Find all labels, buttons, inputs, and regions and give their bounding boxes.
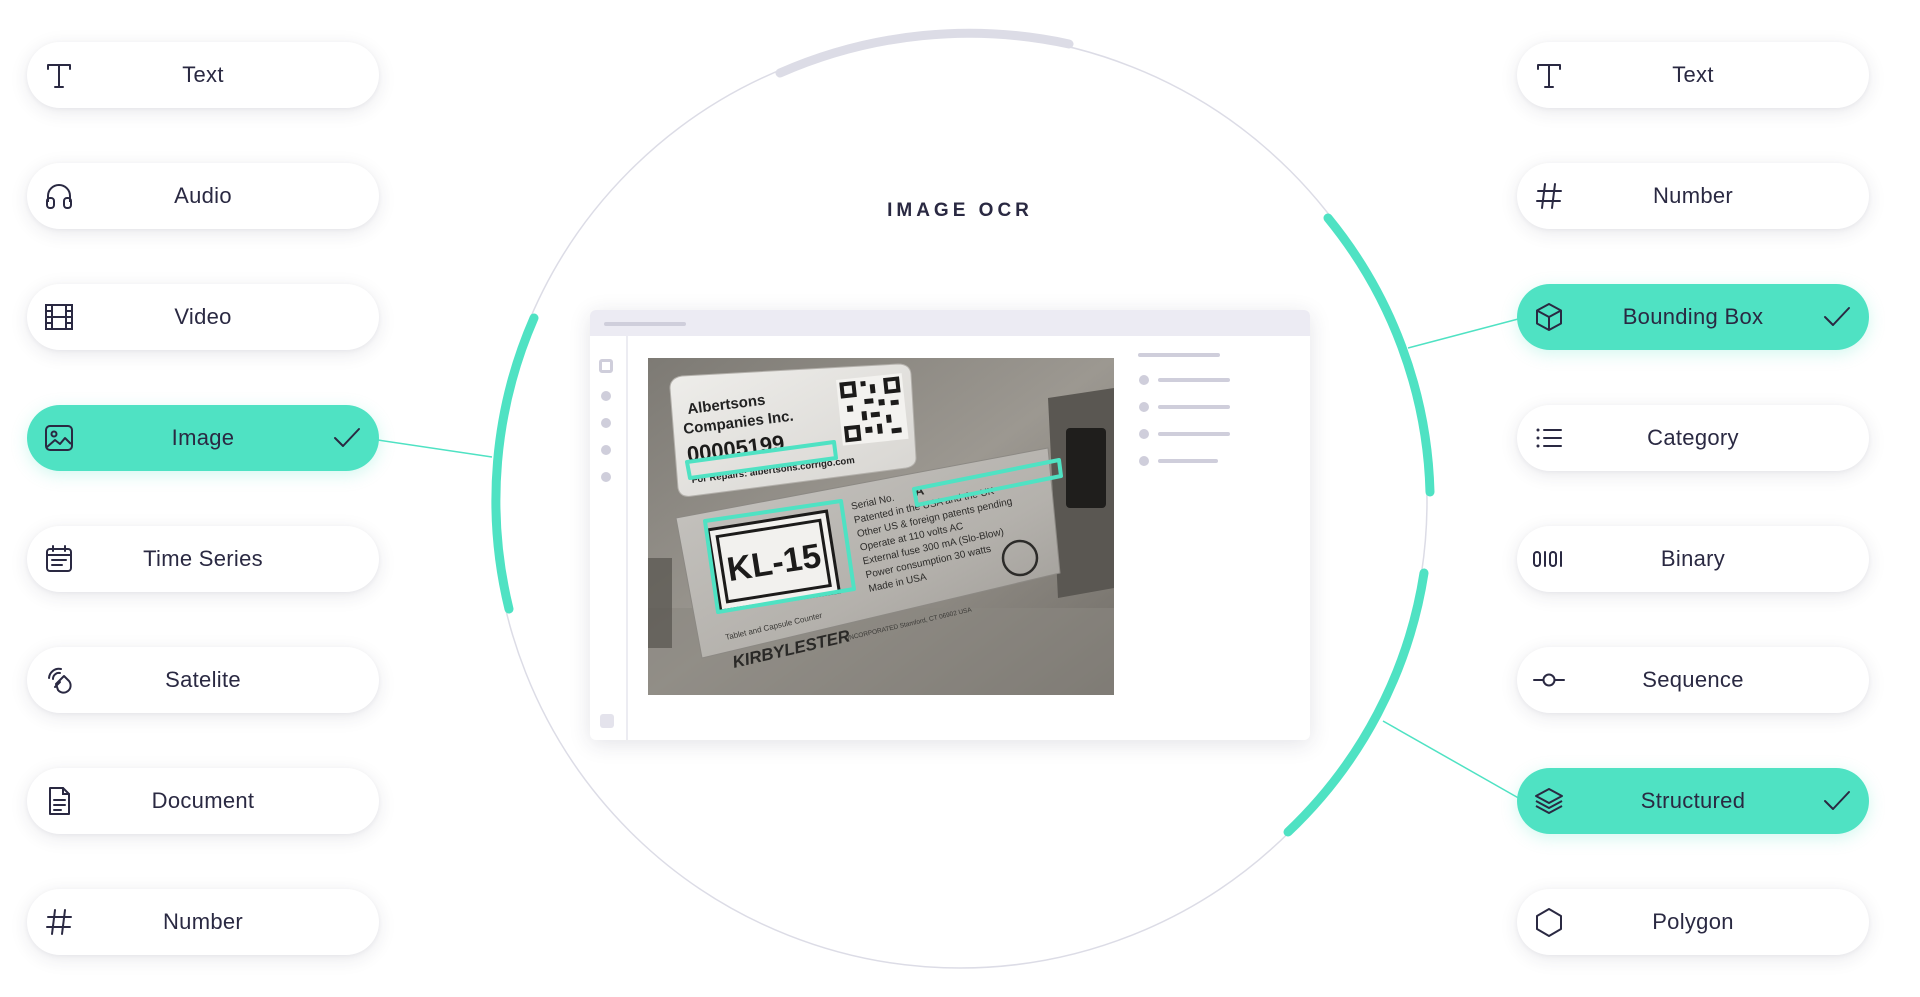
result-list-bullet: [1139, 429, 1149, 439]
output-type-number[interactable]: Number: [1517, 163, 1869, 229]
check-icon: [334, 428, 360, 447]
cube-icon: [1533, 301, 1565, 333]
pill-label: Structured: [1640, 788, 1746, 813]
result-list-bullet: [1139, 456, 1149, 466]
list-icon: [1533, 422, 1565, 454]
photo-left-shadow: [648, 558, 672, 648]
ocr-box-model: [703, 499, 856, 614]
center-title: IMAGE OCR: [887, 200, 1033, 221]
left-accent-arc: [491, 313, 539, 614]
pill-label: Text: [1672, 62, 1714, 87]
window-titlebar: [590, 310, 1310, 336]
connector-structured: [1382, 720, 1523, 801]
titlebar-placeholder: [604, 322, 686, 326]
pill-label: Sequence: [1642, 667, 1744, 692]
settings-tool-button[interactable]: [600, 714, 614, 728]
result-list-header: [1138, 353, 1220, 357]
text-icon: [43, 59, 75, 91]
tool-sidebar: [590, 336, 628, 740]
pill-label: Bounding Box: [1622, 304, 1764, 329]
image-icon: [43, 422, 75, 454]
hexagon-icon: [1533, 906, 1565, 938]
connector-image: [377, 439, 493, 458]
pill-label: Text: [182, 62, 224, 87]
pill-label: Audio: [174, 183, 232, 208]
csa-logo: [1001, 539, 1039, 577]
result-list-line: [1158, 432, 1230, 436]
binary-icon: [1533, 543, 1565, 575]
output-type-polygon[interactable]: Polygon: [1517, 889, 1869, 955]
pill-label: Document: [151, 788, 255, 813]
hash-icon: [1533, 180, 1565, 212]
result-list-line: [1158, 405, 1230, 409]
model-label: KL-15: [706, 509, 842, 613]
tool-button[interactable]: [601, 418, 611, 428]
top-arc: [775, 28, 1074, 78]
input-type-video[interactable]: Video: [27, 284, 379, 350]
check-icon: [1824, 307, 1850, 326]
tool-button[interactable]: [601, 445, 611, 455]
calendar-icon: [43, 543, 75, 575]
result-list-bullet: [1139, 402, 1149, 412]
pill-label: Time Series: [143, 546, 263, 571]
pill-label: Image: [171, 425, 235, 450]
output-type-sequence[interactable]: Sequence: [1517, 647, 1869, 713]
pill-label: Number: [1652, 183, 1734, 208]
check-icon: [1824, 791, 1850, 810]
input-type-document[interactable]: Document: [27, 768, 379, 834]
connector-bounding-box: [1407, 317, 1523, 349]
metal-plate: [675, 447, 1061, 659]
sequence-icon: [1533, 664, 1565, 696]
pill-label: Category: [1647, 425, 1739, 450]
headphones-icon: [43, 180, 75, 212]
result-list-line: [1158, 378, 1230, 382]
input-type-time-series[interactable]: Time Series: [27, 526, 379, 592]
input-type-number[interactable]: Number: [27, 889, 379, 955]
ocr-box-asset-number: [685, 440, 838, 480]
input-type-text[interactable]: Text: [27, 42, 379, 108]
satellite-icon: [43, 664, 75, 696]
right-accent-arc-upper: [1323, 213, 1435, 497]
ocr-photo: Albertsons Companies Inc. 00005199 For R…: [648, 358, 1114, 695]
output-type-category[interactable]: Category: [1517, 405, 1869, 471]
select-tool-button[interactable]: [599, 359, 613, 373]
result-list-bullet: [1139, 375, 1149, 385]
output-type-binary[interactable]: Binary: [1517, 526, 1869, 592]
device-outlet: [1066, 428, 1106, 508]
film-icon: [43, 301, 75, 333]
pill-label: Satelite: [165, 667, 241, 692]
output-type-bounding-box[interactable]: Bounding Box: [1517, 284, 1869, 350]
output-type-structured[interactable]: Structured: [1517, 768, 1869, 834]
hash-icon: [43, 906, 75, 938]
pill-label: Number: [162, 909, 244, 934]
annotation-app-window: Albertsons Companies Inc. 00005199 For R…: [590, 310, 1310, 740]
pill-label: Video: [174, 304, 232, 329]
input-type-satelite[interactable]: Satelite: [27, 647, 379, 713]
ocr-box-serial: [912, 458, 1063, 507]
layers-icon: [1533, 785, 1565, 817]
tool-button[interactable]: [601, 472, 611, 482]
output-type-text[interactable]: Text: [1517, 42, 1869, 108]
pill-label: Polygon: [1652, 909, 1734, 934]
input-type-audio[interactable]: Audio: [27, 163, 379, 229]
tool-button[interactable]: [601, 391, 611, 401]
result-list-line: [1158, 459, 1218, 463]
qr-code: [836, 373, 909, 446]
input-type-image[interactable]: Image: [27, 405, 379, 471]
pill-label: Binary: [1660, 546, 1726, 571]
text-icon: [1533, 59, 1565, 91]
document-icon: [43, 785, 75, 817]
